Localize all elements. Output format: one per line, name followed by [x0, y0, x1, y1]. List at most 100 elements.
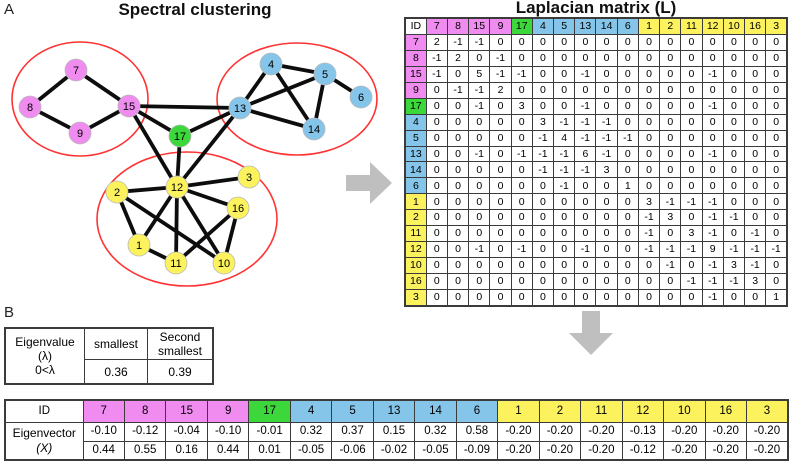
- graph-node-label: 4: [268, 59, 274, 71]
- graph-node-label: 6: [358, 92, 364, 104]
- edge-13-14: [238, 106, 316, 131]
- matrix-cell-6-10: 0: [722, 177, 746, 195]
- matrix-cell-15-8: 0: [446, 65, 470, 83]
- matrix-cell-15-12: -1: [701, 65, 724, 83]
- matrix-cell-7-3: 0: [765, 34, 788, 52]
- matrix-cell-6-15: 0: [468, 177, 491, 195]
- matrix-cell-8-1: 0: [637, 50, 661, 67]
- matrix-cell-4-2: 0: [659, 113, 682, 131]
- eigenvector-x2-10: -0.20: [663, 440, 706, 461]
- graph-node-label: 13: [234, 103, 246, 115]
- graph-node-label: 11: [170, 258, 181, 270]
- matrix-cell-2-7: 0: [425, 209, 448, 227]
- matrix-cell-1-17: 0: [510, 193, 533, 211]
- matrix-cell-17-15: -1: [468, 97, 491, 115]
- matrix-cell-12-2: -1: [659, 241, 682, 259]
- graph-node-16: 16: [226, 196, 250, 220]
- matrix-cell-10-2: -1: [659, 257, 682, 274]
- matrix-cell-9-12: 0: [701, 81, 724, 99]
- matrix-cell-16-5: 0: [553, 272, 576, 290]
- matrix-col-header-3: 3: [765, 17, 788, 36]
- matrix-cell-14-6: 0: [616, 161, 639, 179]
- matrix-cell-13-1: 0: [637, 145, 661, 163]
- matrix-cell-5-10: 0: [722, 129, 746, 147]
- graph-node-label: 7: [73, 65, 79, 77]
- matrix-cell-4-5: -1: [553, 113, 576, 131]
- matrix-row-header-2: 2: [404, 209, 427, 227]
- matrix-cell-9-7: 0: [425, 81, 448, 99]
- matrix-cell-1-15: 0: [468, 193, 491, 211]
- matrix-cell-1-10: 0: [722, 193, 746, 211]
- matrix-cell-8-8: 2: [446, 50, 470, 67]
- matrix-cell-11-12: -1: [701, 225, 724, 243]
- matrix-cell-7-2: 0: [659, 34, 682, 52]
- eigenvector-x2-7: 0.44: [82, 440, 125, 461]
- eigenvector-x2-9: 0.44: [206, 440, 250, 461]
- matrix-cell-6-17: 0: [510, 177, 533, 195]
- matrix-cell-9-5: 0: [553, 81, 576, 99]
- matrix-cell-14-5: -1: [553, 161, 576, 179]
- matrix-title: Laplacian matrix (L): [515, 0, 677, 17]
- matrix-cell-12-9: 0: [489, 241, 512, 259]
- matrix-cell-1-6: 0: [616, 193, 639, 211]
- matrix-cell-9-17: 0: [510, 81, 533, 99]
- matrix-cell-6-13: 0: [574, 177, 597, 195]
- matrix-cell-3-17: 0: [510, 288, 533, 307]
- eigenvector-id-corner: ID: [4, 399, 84, 423]
- eigenvector-x1-3: -0.20: [746, 421, 789, 442]
- matrix-cell-8-7: -1: [425, 50, 448, 67]
- matrix-cell-17-9: 0: [489, 97, 512, 115]
- edge-12-3: [175, 175, 251, 189]
- matrix-cell-13-10: 0: [722, 145, 746, 163]
- matrix-cell-16-7: 0: [425, 272, 448, 290]
- eigenvalue-header-line: Eigenvalue: [15, 335, 75, 349]
- matrix-row-header-9: 9: [404, 81, 427, 99]
- matrix-cell-1-13: 0: [574, 193, 597, 211]
- matrix-cell-17-16: 0: [743, 97, 767, 115]
- matrix-cell-14-8: 0: [446, 161, 470, 179]
- eigenvector-x1-14: 0.32: [414, 421, 457, 442]
- matrix-cell-2-10: -1: [722, 209, 746, 227]
- matrix-cell-3-5: 0: [553, 288, 576, 307]
- matrix-cell-14-12: 0: [701, 161, 724, 179]
- matrix-cell-8-2: 0: [659, 50, 682, 67]
- matrix-cell-11-6: 0: [616, 225, 639, 243]
- eigenvector-label-sub: (X): [36, 440, 53, 455]
- matrix-cell-4-9: 0: [489, 113, 512, 131]
- eigenvector-col-header-12: 12: [621, 399, 665, 423]
- matrix-cell-11-10: 0: [722, 225, 746, 243]
- matrix-cell-2-8: 0: [446, 209, 470, 227]
- matrix-col-header-1: 1: [637, 17, 661, 36]
- matrix-cell-15-10: 0: [722, 65, 746, 83]
- matrix-cell-5-9: 0: [489, 129, 512, 147]
- eigenvector-x1-13: 0.15: [372, 421, 416, 442]
- edge-15-12: [127, 104, 179, 189]
- matrix-cell-3-1: 0: [637, 288, 661, 307]
- matrix-cell-2-12: -1: [701, 209, 724, 227]
- eigenvector-x2-16: -0.20: [704, 440, 748, 461]
- matrix-row-header-6: 6: [404, 177, 427, 195]
- matrix-col-header-6: 6: [616, 17, 639, 36]
- matrix-cell-4-3: 0: [765, 113, 788, 131]
- matrix-cell-3-3: 1: [765, 288, 788, 307]
- matrix-cell-3-9: 0: [489, 288, 512, 307]
- matrix-cell-16-13: 0: [574, 272, 597, 290]
- matrix-cell-8-11: 0: [680, 50, 703, 67]
- matrix-cell-8-5: 0: [553, 50, 576, 67]
- matrix-cell-13-17: -1: [510, 145, 533, 163]
- matrix-cell-13-12: -1: [701, 145, 724, 163]
- matrix-cell-5-5: 4: [553, 129, 576, 147]
- matrix-cell-8-14: 0: [595, 50, 618, 67]
- matrix-cell-8-9: -1: [489, 50, 512, 67]
- matrix-cell-4-1: 0: [637, 113, 661, 131]
- matrix-col-header-4: 4: [531, 17, 555, 36]
- matrix-cell-10-10: 3: [722, 257, 746, 274]
- eigenvector-col-header-14: 14: [414, 399, 457, 423]
- matrix-cell-11-2: 0: [659, 225, 682, 243]
- matrix-cell-6-7: 0: [425, 177, 448, 195]
- matrix-cell-6-8: 0: [446, 177, 470, 195]
- eigenvector-x2-15: 0.16: [165, 440, 208, 461]
- matrix-row-header-1: 1: [404, 193, 427, 211]
- matrix-row-header-4: 4: [404, 113, 427, 131]
- matrix-cell-5-16: 0: [743, 129, 767, 147]
